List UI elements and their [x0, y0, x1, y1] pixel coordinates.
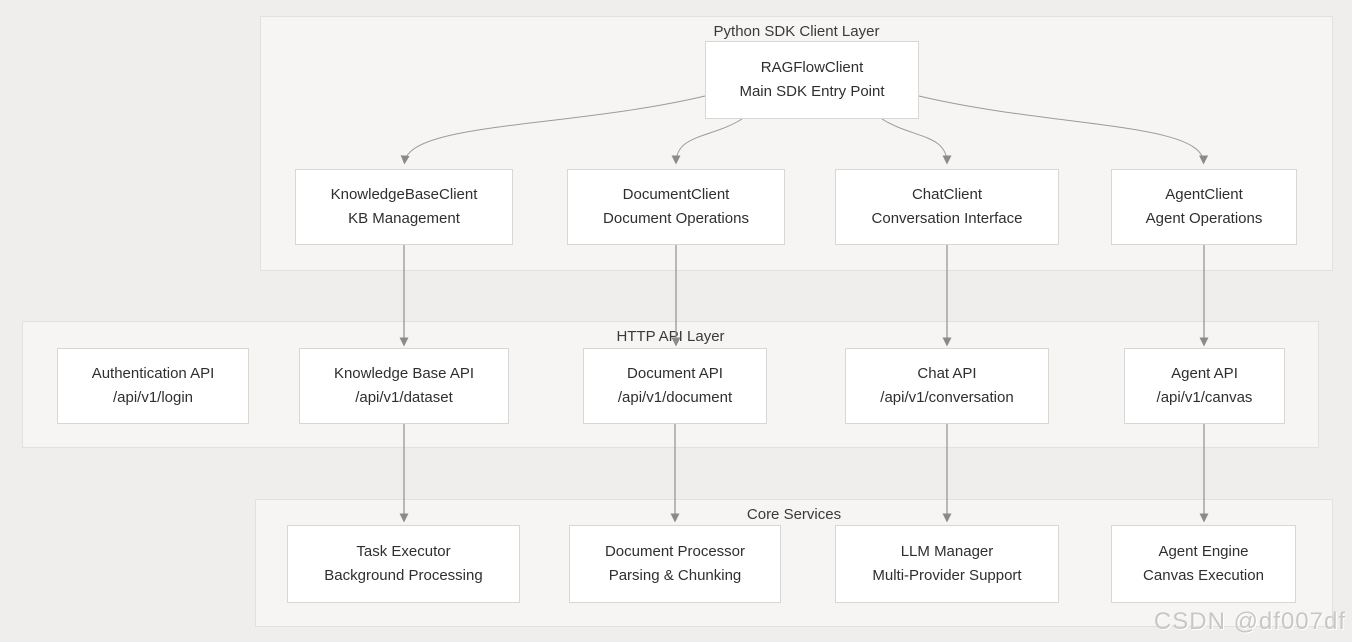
node-ragflow-client: RAGFlowClient Main SDK Entry Point — [705, 41, 919, 119]
node-subtitle: Conversation Interface — [871, 210, 1023, 227]
csdn-watermark: CSDN @df007df — [1153, 608, 1346, 635]
node-title: DocumentClient — [622, 186, 730, 203]
node-subtitle: Background Processing — [324, 567, 483, 584]
node-title: LLM Manager — [900, 543, 994, 560]
node-document-api: Document API /api/v1/document — [583, 348, 767, 424]
node-task-executor: Task Executor Background Processing — [287, 525, 520, 603]
node-title: RAGFlowClient — [760, 59, 864, 76]
layer-title-core-services: Core Services — [746, 506, 842, 523]
layer-title-python-sdk-client: Python SDK Client Layer — [713, 23, 880, 40]
node-agent-engine: Agent Engine Canvas Execution — [1111, 525, 1296, 603]
node-chat-api: Chat API /api/v1/conversation — [845, 348, 1049, 424]
node-agent-api: Agent API /api/v1/canvas — [1124, 348, 1285, 424]
node-subtitle: Agent Operations — [1145, 210, 1263, 227]
node-authentication-api: Authentication API /api/v1/login — [57, 348, 249, 424]
node-subtitle: /api/v1/login — [112, 389, 194, 406]
node-agent-client: AgentClient Agent Operations — [1111, 169, 1297, 245]
node-title: Task Executor — [356, 543, 451, 560]
node-subtitle: Main SDK Entry Point — [739, 83, 885, 100]
node-title: AgentClient — [1165, 186, 1243, 203]
node-title: Authentication API — [91, 365, 215, 382]
node-knowledgebase-client: KnowledgeBaseClient KB Management — [295, 169, 513, 245]
node-title: ChatClient — [911, 186, 983, 203]
node-title: Document Processor — [604, 543, 746, 560]
node-subtitle: Canvas Execution — [1143, 567, 1264, 584]
node-title: KnowledgeBaseClient — [330, 186, 478, 203]
node-subtitle: Parsing & Chunking — [608, 567, 742, 584]
node-subtitle: /api/v1/conversation — [880, 389, 1014, 406]
node-subtitle: /api/v1/document — [617, 389, 733, 406]
node-document-processor: Document Processor Parsing & Chunking — [569, 525, 781, 603]
node-knowledge-base-api: Knowledge Base API /api/v1/dataset — [299, 348, 509, 424]
node-chat-client: ChatClient Conversation Interface — [835, 169, 1059, 245]
node-subtitle: /api/v1/dataset — [355, 389, 453, 406]
node-title: Document API — [627, 365, 723, 382]
node-title: Knowledge Base API — [333, 365, 475, 382]
node-document-client: DocumentClient Document Operations — [567, 169, 785, 245]
node-subtitle: Multi-Provider Support — [872, 567, 1022, 584]
node-subtitle: Document Operations — [603, 210, 749, 227]
node-subtitle: KB Management — [348, 210, 460, 227]
node-title: Chat API — [917, 365, 977, 382]
node-llm-manager: LLM Manager Multi-Provider Support — [835, 525, 1059, 603]
node-title: Agent Engine — [1158, 543, 1249, 560]
layer-title-http-api: HTTP API Layer — [616, 328, 725, 345]
node-subtitle: /api/v1/canvas — [1156, 389, 1253, 406]
node-title: Agent API — [1171, 365, 1238, 382]
